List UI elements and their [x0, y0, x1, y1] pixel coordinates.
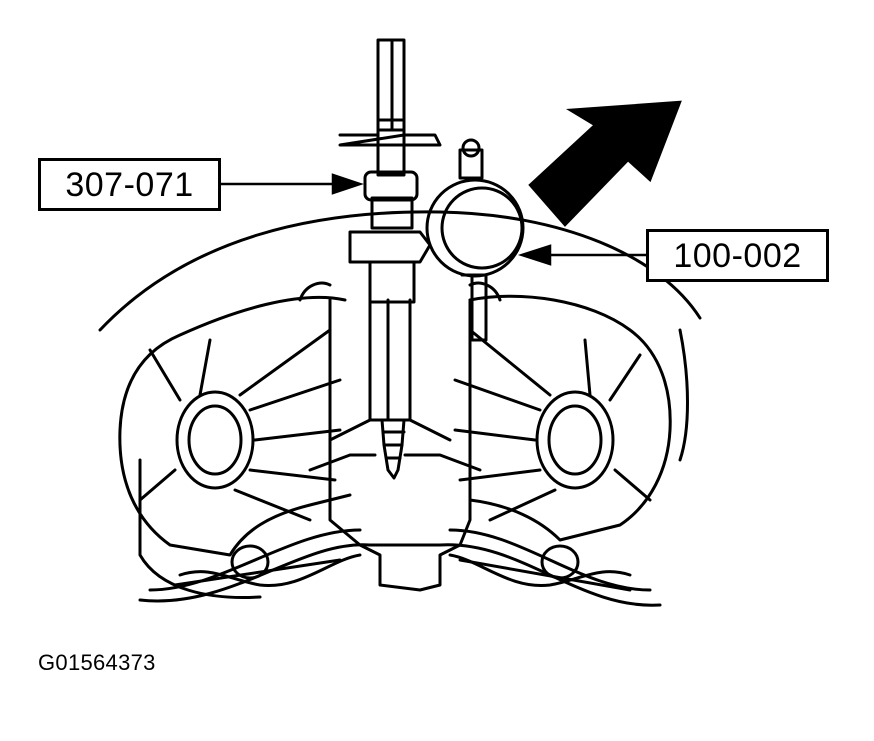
tool-tip	[380, 418, 406, 480]
large-indicator-arrow	[528, 100, 682, 227]
callout-307-071: 307-071	[38, 158, 221, 211]
housing-base	[138, 543, 662, 607]
right-bearing-ring	[535, 390, 615, 490]
dial-indicator-stem	[458, 148, 484, 180]
left-housing	[118, 295, 352, 557]
arrowhead-100-002	[517, 244, 552, 266]
tool-t-handle	[338, 133, 442, 147]
callout-label: 100-002	[673, 236, 802, 275]
left-oring	[230, 544, 270, 580]
callout-100-002: 100-002	[646, 229, 829, 282]
tool-body	[368, 260, 416, 304]
arrowhead-307-071	[331, 173, 364, 195]
right-oring	[540, 544, 580, 580]
center-housing	[328, 298, 472, 592]
left-bearing-ring	[175, 390, 255, 490]
callout-label: 307-071	[65, 165, 194, 204]
tool-collar	[363, 170, 419, 202]
housing-outer-arc	[98, 210, 702, 332]
figure-id: G01564373	[38, 650, 156, 675]
right-housing	[468, 294, 672, 542]
